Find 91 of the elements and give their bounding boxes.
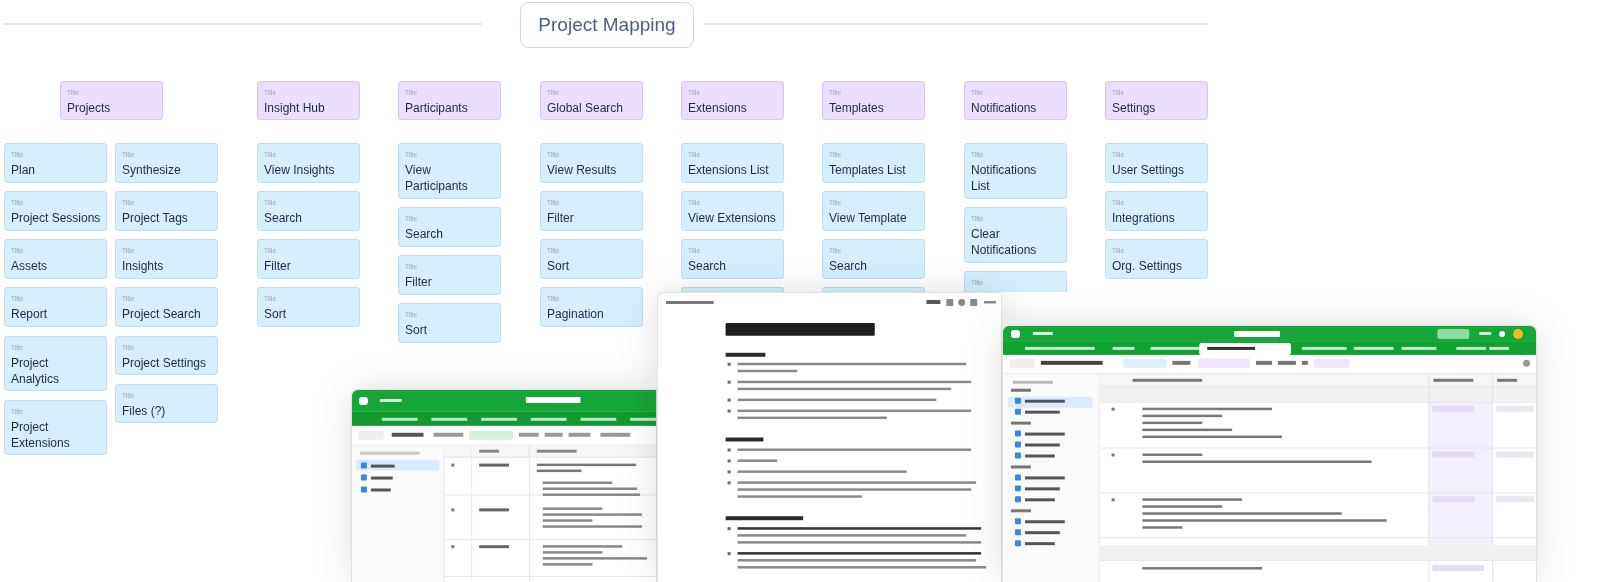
note-text: Templates List (829, 162, 906, 178)
note-text: Sort (405, 322, 427, 338)
sticky-note (257, 191, 360, 231)
document-screenshot (657, 292, 1002, 582)
sticky-note (398, 81, 501, 120)
sticky-note (398, 207, 501, 247)
sticky-note (681, 143, 784, 183)
note-text: Search (405, 226, 444, 242)
spreadsheet-screenshot (351, 389, 657, 582)
note-text: Filter (405, 274, 432, 290)
sticky-note (681, 239, 784, 279)
note-text: Projects (67, 100, 111, 116)
note-text: Pagination (547, 306, 604, 322)
note-text: Templates (829, 100, 884, 116)
note-text: Integrations (1112, 210, 1175, 226)
sticky-note (964, 271, 1067, 292)
note-text: Sort (547, 258, 569, 274)
sticky-note (540, 287, 643, 327)
sticky-note (1105, 81, 1208, 120)
note-text: Search (829, 258, 868, 274)
note-text: View Insights (264, 162, 335, 178)
sticky-note (60, 81, 163, 120)
sticky-note (398, 143, 501, 199)
sticky-note (822, 81, 925, 120)
sticky-note (257, 239, 360, 279)
sticky-note (4, 400, 107, 455)
note-text: Filter (547, 210, 574, 226)
sticky-note (115, 143, 218, 183)
note-text: Notifications List (971, 162, 1038, 194)
note-text: Insight Hub (264, 100, 325, 116)
sticky-note (4, 287, 107, 327)
sticky-note (115, 336, 218, 375)
sticky-note (4, 336, 107, 391)
sticky-note (4, 143, 107, 183)
note-text: Project Extensions (11, 419, 71, 451)
sticky-note (822, 191, 925, 231)
sticky-note (822, 143, 925, 183)
note-text: Files (?) (122, 403, 166, 419)
note-text: View Template (829, 210, 907, 226)
sticky-note (1105, 191, 1208, 231)
note-text: View Extensions (688, 210, 776, 226)
sticky-note (257, 287, 360, 327)
note-text: Filter (264, 258, 291, 274)
sticky-note (964, 207, 1067, 263)
sticky-note (4, 239, 107, 279)
sticky-note (540, 239, 643, 279)
note-text: Global Search (547, 100, 624, 116)
sticky-note (540, 81, 643, 120)
note-text: Settings (1112, 100, 1156, 116)
note-text: Synthesize (122, 162, 181, 178)
sticky-note (964, 81, 1067, 120)
sticky-note (4, 191, 107, 231)
note-text: Plan (11, 162, 36, 178)
note-text: Report (11, 306, 48, 322)
note-text: Project Tags (122, 210, 188, 226)
note-text: Participants (405, 100, 468, 116)
note-text: Insights (122, 258, 164, 274)
sticky-note (540, 143, 643, 183)
note-text: Assets (11, 258, 47, 274)
note-text: User Settings (1112, 162, 1185, 178)
sticky-note (540, 191, 643, 231)
spreadsheet-screenshot (1002, 325, 1537, 582)
note-text: Sort (264, 306, 286, 322)
note-text: Extensions List (688, 162, 769, 178)
note-text: Extensions (688, 100, 747, 116)
sticky-note (115, 287, 218, 327)
sticky-note (1105, 143, 1208, 183)
sticky-note (257, 143, 360, 183)
sticky-note (398, 255, 501, 295)
note-text: Search (688, 258, 727, 274)
sticky-note (1105, 239, 1208, 279)
sticky-note (681, 191, 784, 231)
sticky-note (822, 239, 925, 279)
note-text: Org. Settings (1112, 258, 1183, 274)
note-text: View Participants (405, 162, 469, 194)
title-heading: Project Mapping (520, 2, 694, 48)
note-text: Project Sessions (11, 210, 101, 226)
sticky-note (964, 143, 1067, 199)
note-text: Search (264, 210, 303, 226)
sticky-note (115, 384, 218, 423)
sticky-note (681, 81, 784, 120)
note-text: View Results (547, 162, 617, 178)
note-text: Project Search (122, 306, 201, 322)
note-text: Notifications (971, 100, 1037, 116)
sticky-note (257, 81, 360, 120)
note-text: Clear Notifications (971, 226, 1038, 258)
sticky-note (115, 239, 218, 279)
sticky-note (398, 303, 501, 343)
sticky-note (115, 191, 218, 231)
note-text: Project Settings (122, 355, 207, 371)
note-text: Project Analytics (11, 355, 61, 387)
